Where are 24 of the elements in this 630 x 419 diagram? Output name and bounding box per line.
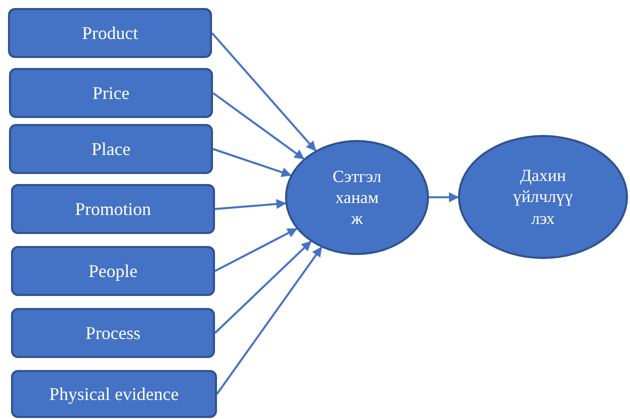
arrow [212, 148, 292, 178]
process-box [11, 370, 217, 418]
arrow [212, 92, 305, 160]
node-label: People [88, 260, 138, 282]
node-label: Process [86, 322, 140, 344]
arrow [214, 228, 298, 272]
arrow [429, 192, 459, 202]
arrow [214, 240, 312, 334]
node-label: Price [92, 82, 130, 104]
process-box [11, 184, 215, 234]
process-box [11, 246, 215, 296]
process-box [9, 68, 213, 118]
node-label: Physical evidence [49, 384, 179, 404]
node-label: Promotion [74, 198, 151, 220]
process-box [9, 124, 213, 174]
process-box [8, 8, 212, 58]
process-box [11, 308, 215, 358]
arrow [216, 246, 322, 395]
arrow [214, 199, 286, 210]
node-label: Дахин үйлчлүү лэх [512, 165, 574, 229]
node-label: Place [92, 138, 130, 160]
node-label: Product [82, 22, 138, 44]
arrow [211, 32, 316, 152]
node-label: Сэтгэл ханам ж [332, 166, 382, 230]
